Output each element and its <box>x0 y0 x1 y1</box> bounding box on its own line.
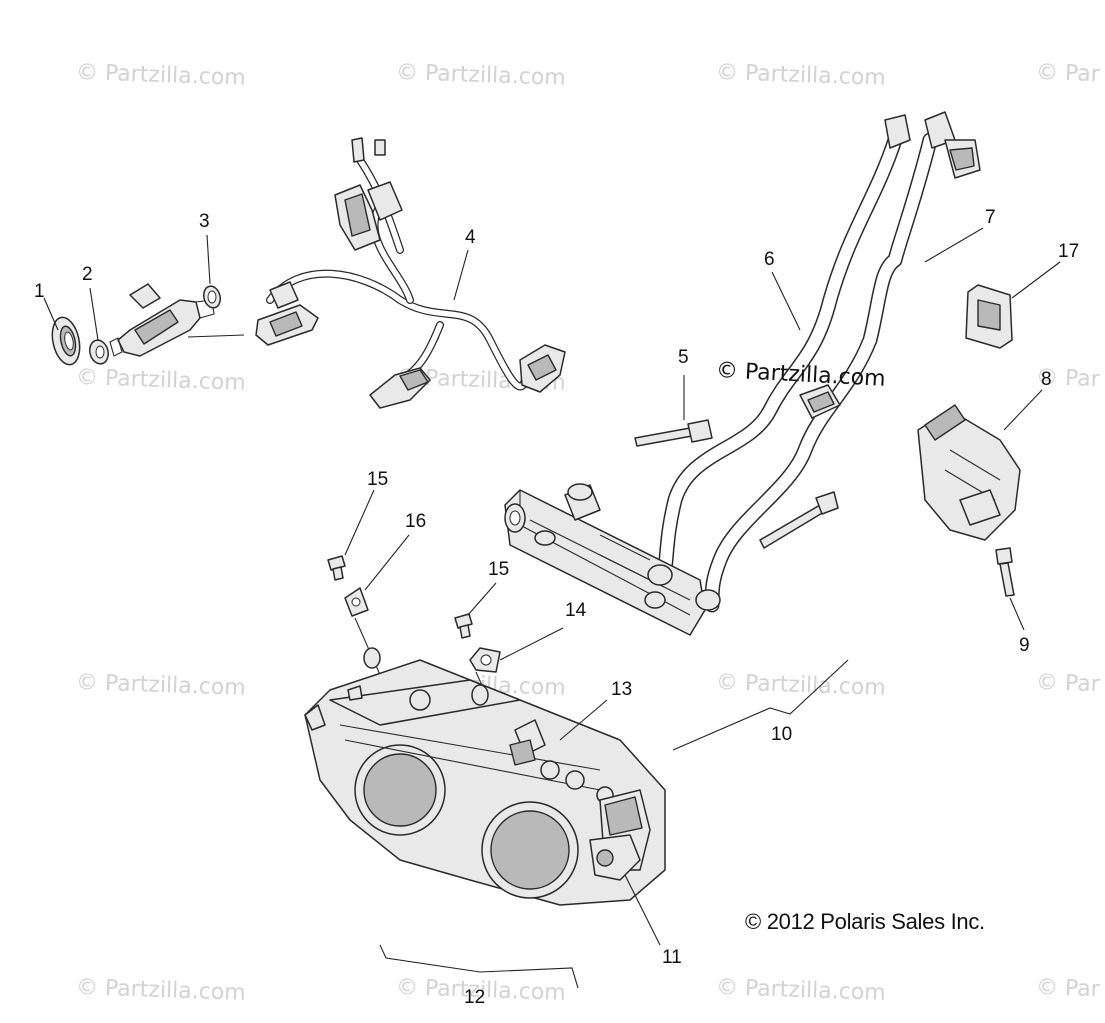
callout-label: 13 <box>611 679 633 700</box>
fuel-rail-part <box>504 483 721 636</box>
leader-line <box>771 271 801 331</box>
leader-line <box>43 297 59 331</box>
callout-label: 16 <box>405 511 427 532</box>
callout-label: 15 <box>488 559 510 580</box>
callout-label: 12 <box>464 987 486 1008</box>
leader-line <box>206 234 211 285</box>
leader-line <box>344 489 375 556</box>
harness-part <box>255 137 566 409</box>
o-ring-part <box>203 285 221 309</box>
leader-line <box>499 627 564 661</box>
leader-line <box>364 534 410 591</box>
callout-label: 6 <box>764 249 775 270</box>
fuel-hoses <box>654 111 981 613</box>
bracket-line <box>672 659 849 751</box>
washer-part <box>89 339 109 365</box>
callout-label: 3 <box>199 211 210 232</box>
leader-line <box>1009 597 1025 631</box>
leader-line <box>89 287 99 341</box>
screw-part <box>327 555 346 581</box>
callout-label: 7 <box>985 207 996 228</box>
leader-line <box>559 699 608 741</box>
copyright-notice: © 2012 Polaris Sales Inc. <box>745 909 985 934</box>
leader-line <box>624 874 661 946</box>
callout-label: 2 <box>82 264 93 285</box>
callout-label: 9 <box>1019 635 1030 656</box>
throttle-body-part <box>304 647 666 906</box>
callout-label: 15 <box>367 469 389 490</box>
injector-part <box>109 283 215 357</box>
clamp-part <box>469 647 501 673</box>
callout-label: 10 <box>771 724 793 745</box>
bracket-line <box>379 944 579 989</box>
leader-line <box>453 249 469 301</box>
seal-part <box>51 316 81 366</box>
leader-line <box>467 582 497 616</box>
bolt-part <box>634 419 713 447</box>
clamp-part <box>344 587 369 617</box>
clip-part <box>965 284 1013 349</box>
callout-label: 5 <box>678 347 689 368</box>
callout-label: 14 <box>565 600 587 621</box>
callout-label: 11 <box>662 947 682 968</box>
leader-line <box>1011 261 1061 299</box>
callout-label: 1 <box>34 281 45 302</box>
bolt-part <box>759 491 839 549</box>
callout-label: 8 <box>1041 369 1052 390</box>
screw-part <box>995 547 1015 597</box>
screw-part <box>454 613 473 639</box>
leader-line <box>1003 389 1043 431</box>
callout-label: 4 <box>465 227 476 248</box>
leader-line <box>924 227 984 263</box>
callout-label: 17 <box>1058 241 1080 262</box>
sensor-part <box>917 404 1021 541</box>
